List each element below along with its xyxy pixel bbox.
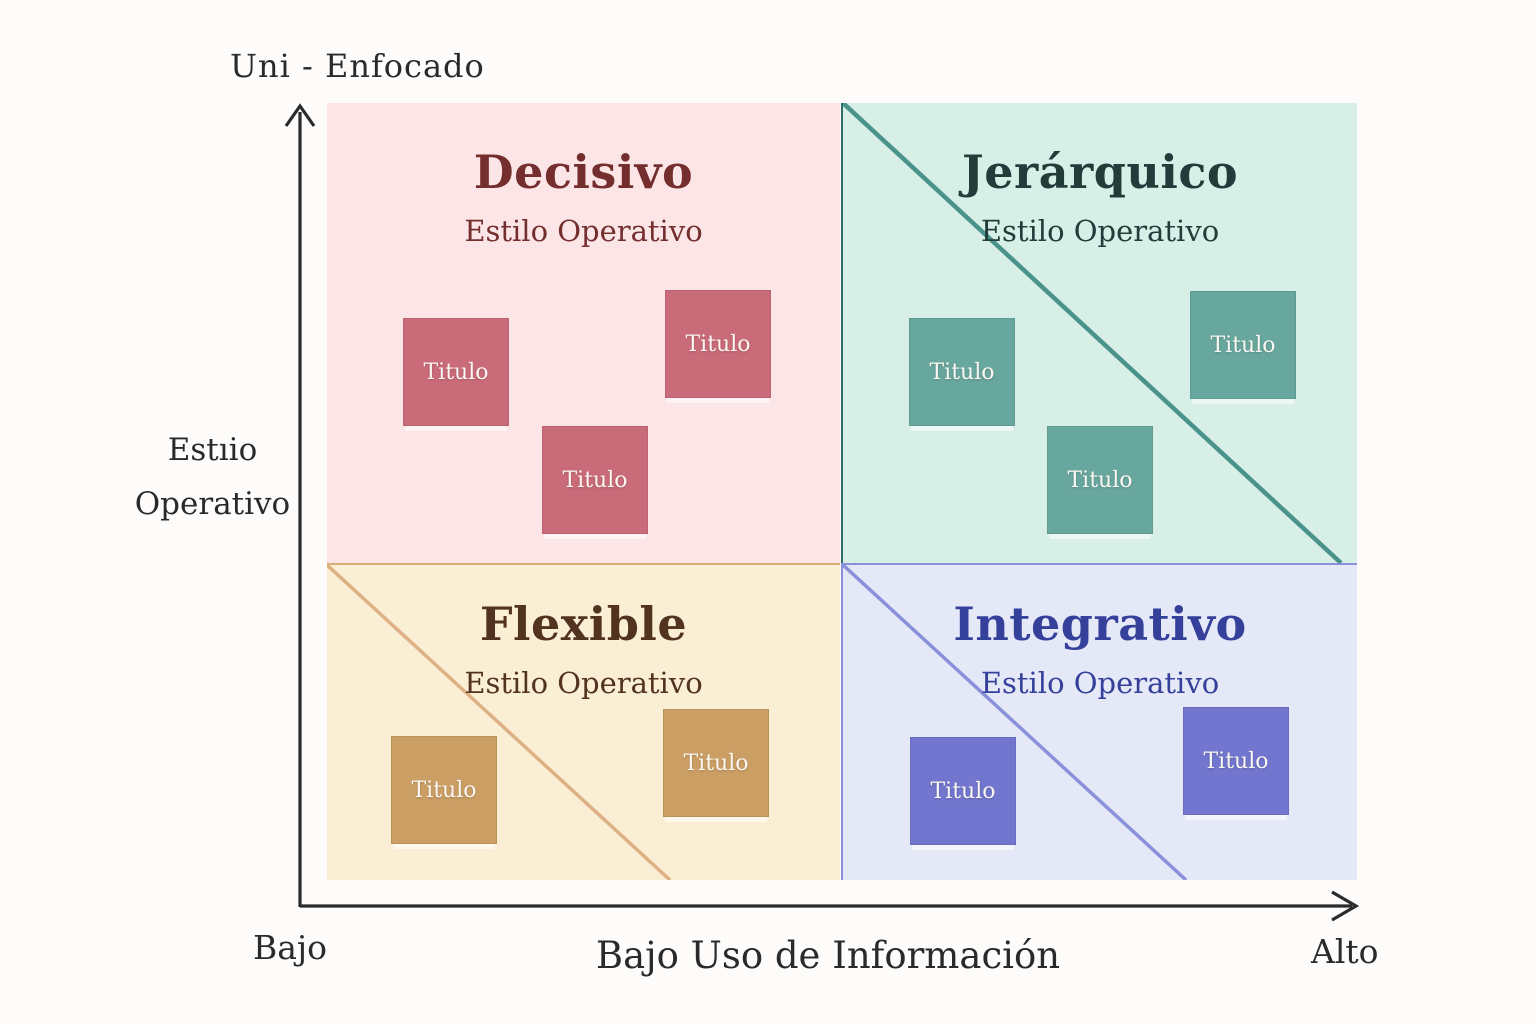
- titulo-box: Titulo: [1190, 291, 1296, 399]
- titulo-box-label: Titulo: [930, 778, 996, 804]
- y-axis-origin-label: Bajo: [253, 928, 328, 967]
- y-axis-arrowhead-icon: [284, 103, 316, 127]
- titulo-box-label: Titulo: [929, 359, 995, 385]
- y-axis-top-label: Uni - Enfocado: [230, 47, 485, 85]
- titulo-box-label: Titulo: [683, 750, 749, 776]
- quadrant-decisivo-title: Decisivo: [473, 145, 694, 199]
- quadrant-flexible-title: Flexible: [479, 597, 688, 651]
- quadrant-jerarquico: Jerárquico Estilo Operativo Titulo Titul…: [841, 103, 1357, 563]
- titulo-box-label: Titulo: [411, 777, 477, 803]
- titulo-box-label: Titulo: [1067, 467, 1133, 493]
- titulo-box: Titulo: [910, 737, 1016, 845]
- x-axis-label: Bajo Uso de Información: [595, 934, 1061, 977]
- quadrant-integrativo-title: Integrativo: [953, 597, 1247, 651]
- quadrant-flexible: Flexible Estilo Operativo Titulo Titulo: [327, 563, 840, 880]
- quadrant-jerarquico-title: Jerárquico: [961, 145, 1239, 199]
- titulo-box: Titulo: [909, 318, 1015, 426]
- titulo-box: Titulo: [663, 709, 769, 817]
- titulo-box: Titulo: [403, 318, 509, 426]
- quadrant-decisivo-subtitle: Estilo Operativo: [464, 214, 703, 248]
- titulo-box-label: Titulo: [1203, 748, 1269, 774]
- quadrant-decisivo: Decisivo Estilo Operativo Titulo Titulo …: [327, 103, 840, 563]
- titulo-box-label: Titulo: [423, 359, 489, 385]
- titulo-box: Titulo: [542, 426, 648, 534]
- titulo-box: Titulo: [1047, 426, 1153, 534]
- y-axis-mid-label-line1: Estıio: [167, 432, 258, 468]
- titulo-box-label: Titulo: [562, 467, 628, 493]
- x-axis-high-label: Alto: [1311, 932, 1379, 971]
- quadrant-flexible-subtitle: Estilo Operativo: [464, 666, 703, 700]
- titulo-box-label: Titulo: [685, 331, 751, 357]
- titulo-box-label: Titulo: [1210, 332, 1276, 358]
- y-axis-mid-label-line2: Operativo: [134, 486, 291, 522]
- x-axis-arrowhead-icon: [1331, 890, 1360, 922]
- titulo-box: Titulo: [665, 290, 771, 398]
- quadrant-integrativo-subtitle: Estilo Operativo: [980, 666, 1220, 700]
- quadrant-integrativo: Integrativo Estilo Operativo Titulo Titu…: [841, 563, 1357, 880]
- titulo-box: Titulo: [391, 736, 497, 844]
- titulo-box: Titulo: [1183, 707, 1289, 815]
- quadrant-jerarquico-subtitle: Estilo Operativo: [980, 214, 1220, 248]
